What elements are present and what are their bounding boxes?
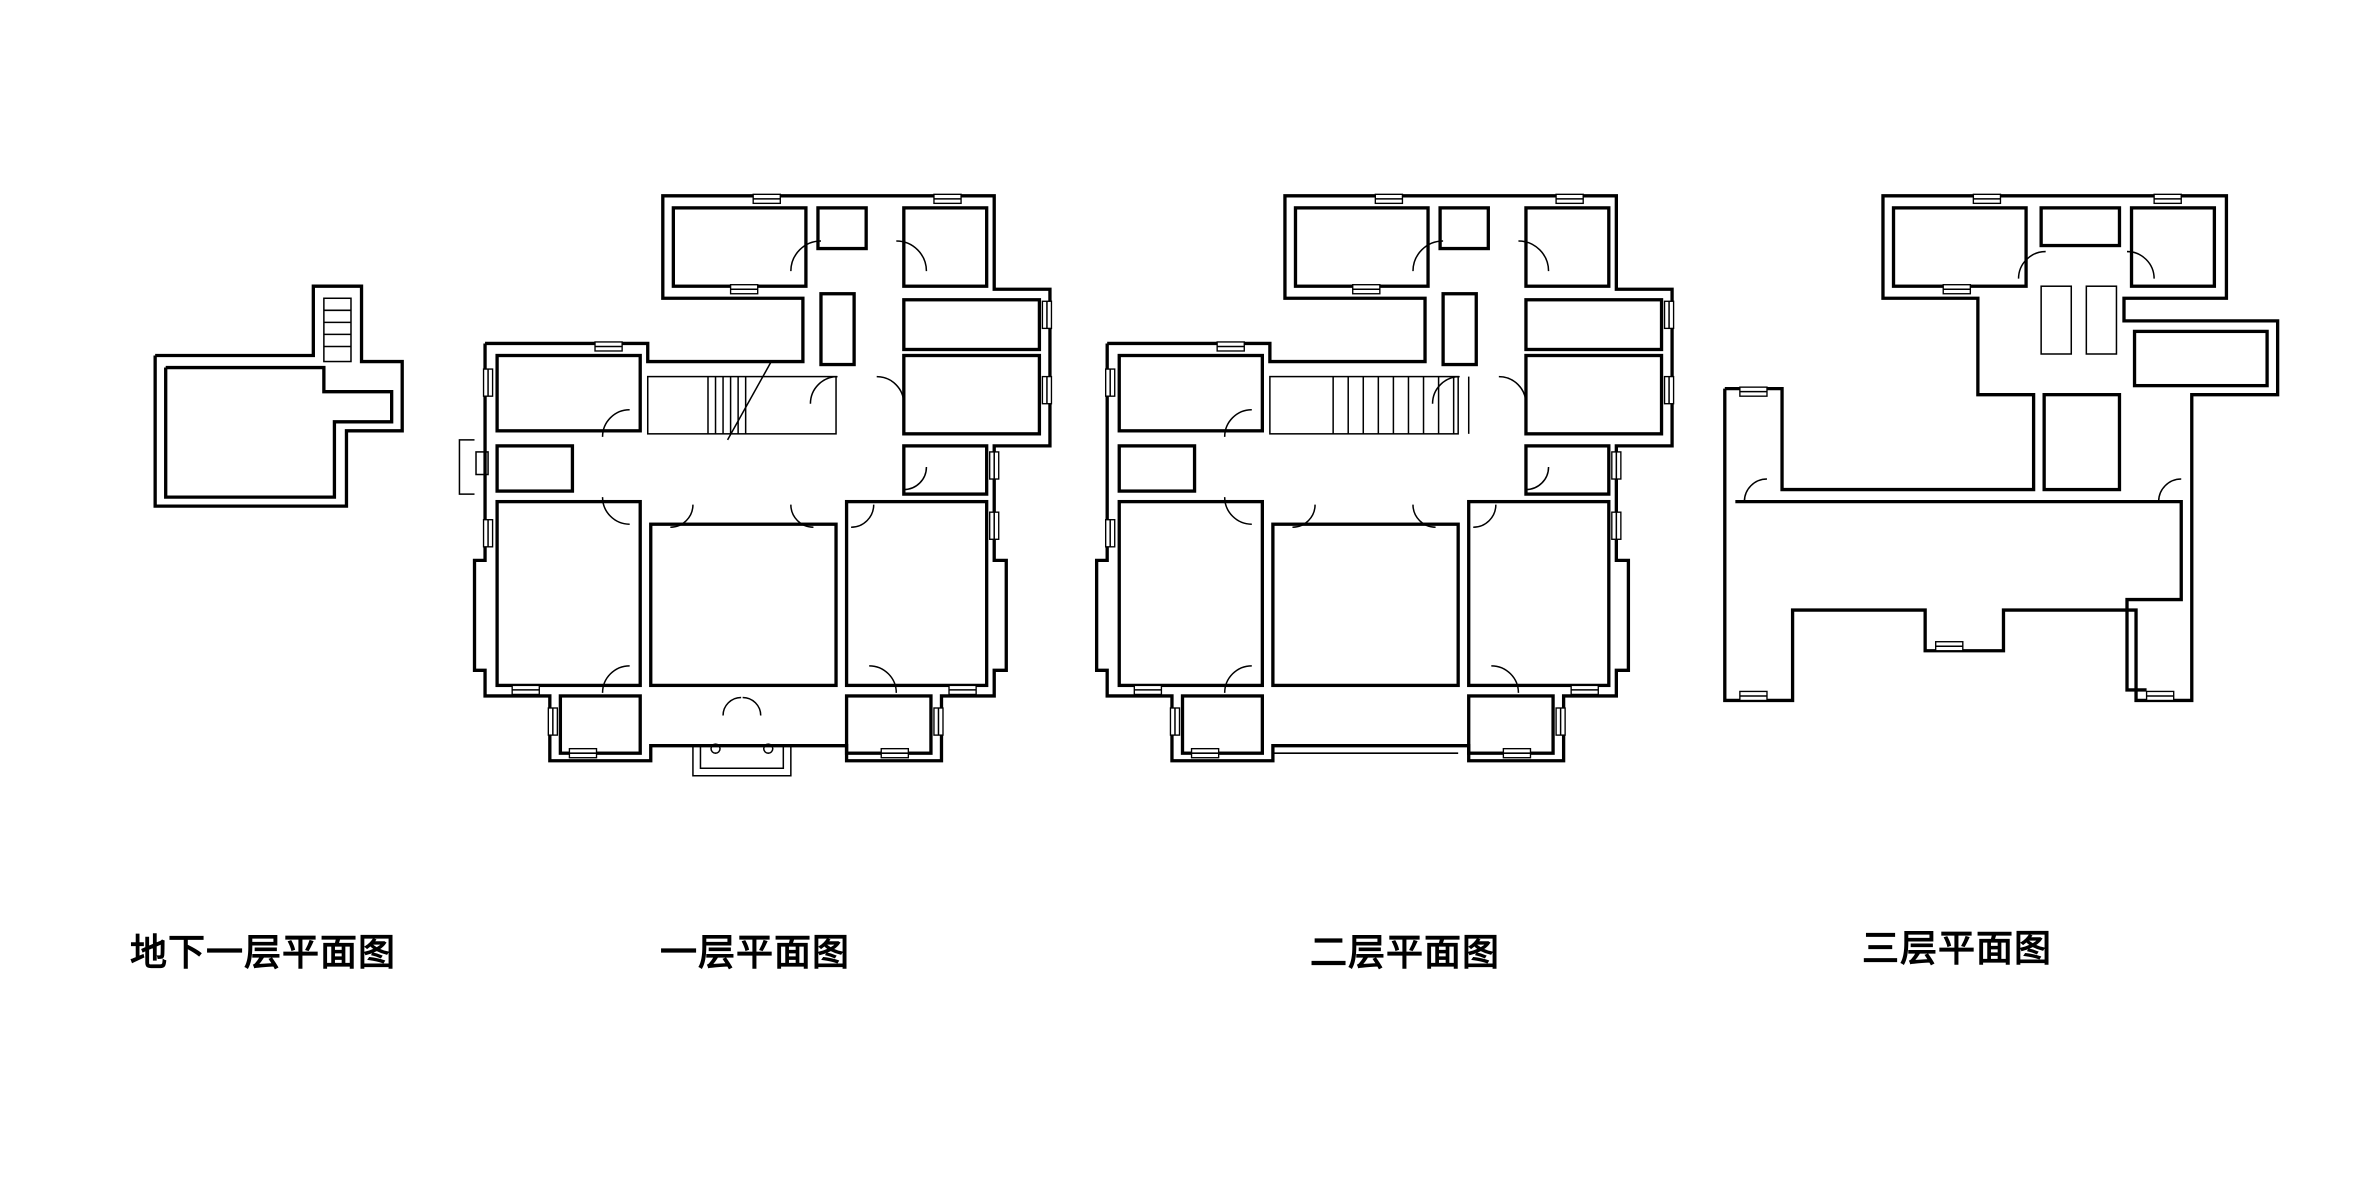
floor3-plan <box>1723 193 2280 703</box>
floor3-plan-title: 三层平面图 <box>1862 927 2052 970</box>
floor1-plan-title: 一层平面图 <box>660 931 850 974</box>
floor2-plan-title: 二层平面图 <box>1310 931 1500 974</box>
floor1-plan <box>458 194 1051 777</box>
basement-plan <box>153 284 404 508</box>
floor2-plan <box>1097 194 1674 760</box>
basement-plan-title: 地下一层平面图 <box>130 931 396 974</box>
